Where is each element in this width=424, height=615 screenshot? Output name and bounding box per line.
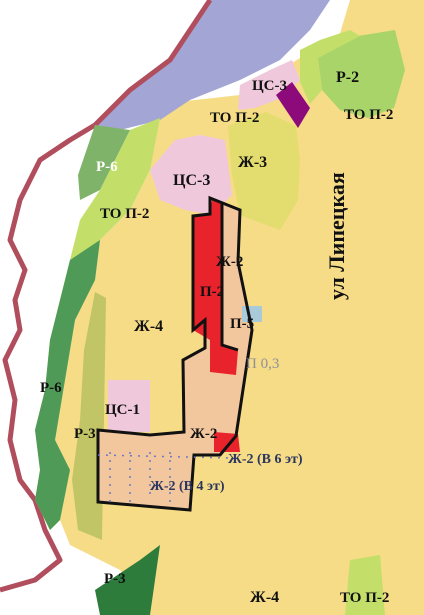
label-p03: П 0,3: [246, 356, 279, 372]
label-r6-top: Р-6: [96, 159, 118, 175]
development-boundary: [96, 195, 254, 512]
label-top2-top-left: ТО П-2: [210, 110, 259, 126]
label-p5: П-5: [230, 316, 254, 332]
zone-zh3: [228, 112, 300, 230]
district-border: [0, 0, 213, 593]
zone-top2-right: [300, 30, 360, 104]
zone-r2: [318, 30, 405, 118]
label-zh2-top: Ж-2: [216, 254, 243, 270]
label-p2: П-2: [200, 284, 224, 300]
zone-r6-left: [35, 240, 100, 530]
label-top2-left: ТО П-2: [100, 206, 149, 222]
zone-magenta: [276, 82, 310, 128]
zone-greenery-bottom: [95, 545, 160, 615]
development-inner-line: [220, 202, 239, 352]
label-r3-left: Р-3: [74, 426, 96, 442]
zone-r6-top: [78, 125, 130, 200]
label-cs3-top: ЦС-3: [252, 78, 287, 94]
water-area: [95, 0, 330, 130]
label-zh3: Ж-3: [238, 154, 267, 171]
label-cs1: ЦС-1: [105, 402, 140, 418]
label-c3-edge: С-3: [2, 593, 25, 609]
label-zh2-4: Ж-2 (В 4 эт): [150, 479, 225, 494]
label-zh4-left: Ж-4: [134, 318, 163, 335]
label-zh2-6: Ж-2 (В 6 эт): [228, 452, 303, 467]
label-r2: Р-2: [336, 69, 359, 86]
label-top2-bottom: ТО П-2: [340, 590, 389, 606]
label-r6-left: Р-6: [40, 380, 62, 396]
zone-cs3-top: [238, 60, 300, 110]
label-r3-bottom: Р-3: [104, 571, 126, 587]
label-r3-bottom-left: Р-3: [62, 593, 84, 609]
label-cs3-mid: ЦС-3: [173, 172, 210, 189]
label-top2-top-right: ТО П-2: [344, 107, 393, 123]
street-name-label: ул Липецкая: [324, 172, 349, 300]
zone-cs3-mid: [150, 135, 232, 215]
zone-top2-bottom: [345, 555, 385, 615]
street-dots: [97, 452, 231, 508]
label-zh2-mid: Ж-2: [190, 426, 217, 442]
label-zh4-bottom: Ж-4: [250, 589, 279, 606]
zone-cs1: [108, 380, 150, 432]
